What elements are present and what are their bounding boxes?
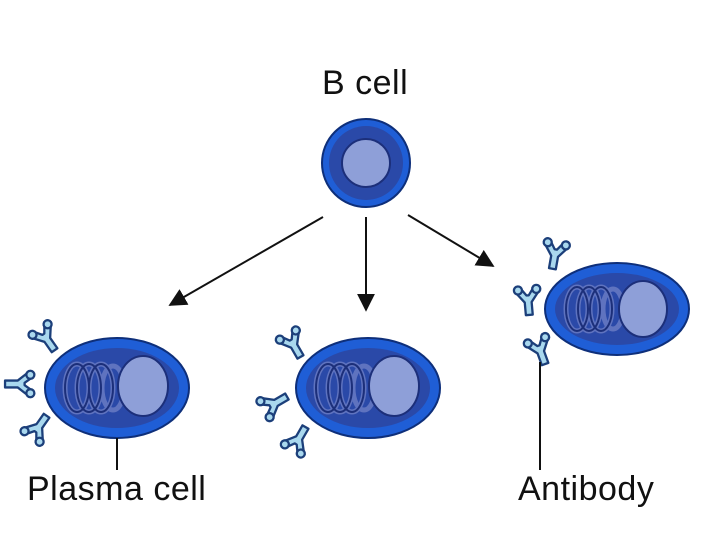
arrow-left bbox=[168, 216, 324, 306]
antibody-icon bbox=[273, 323, 314, 365]
antibody-icon bbox=[512, 283, 544, 318]
antibody-icon bbox=[25, 317, 67, 359]
antibody-icon bbox=[17, 407, 59, 449]
plasma-cell-left bbox=[44, 337, 190, 439]
nucleus bbox=[117, 355, 169, 417]
nucleus bbox=[618, 280, 668, 338]
plasma-cell-middle bbox=[295, 337, 441, 439]
antibody-icon bbox=[278, 419, 319, 461]
antibody-icon bbox=[538, 236, 572, 273]
plasma-cell-label: Plasma cell bbox=[27, 470, 207, 508]
antibody-label: Antibody bbox=[518, 470, 655, 508]
arrow-right bbox=[407, 214, 495, 267]
antibody-icon bbox=[3, 369, 36, 399]
b-cell bbox=[321, 118, 411, 208]
b-cell-label: B cell bbox=[322, 64, 409, 102]
plasma-cell-right bbox=[544, 262, 690, 356]
nucleus bbox=[368, 355, 420, 417]
antibody-icon bbox=[253, 383, 295, 424]
